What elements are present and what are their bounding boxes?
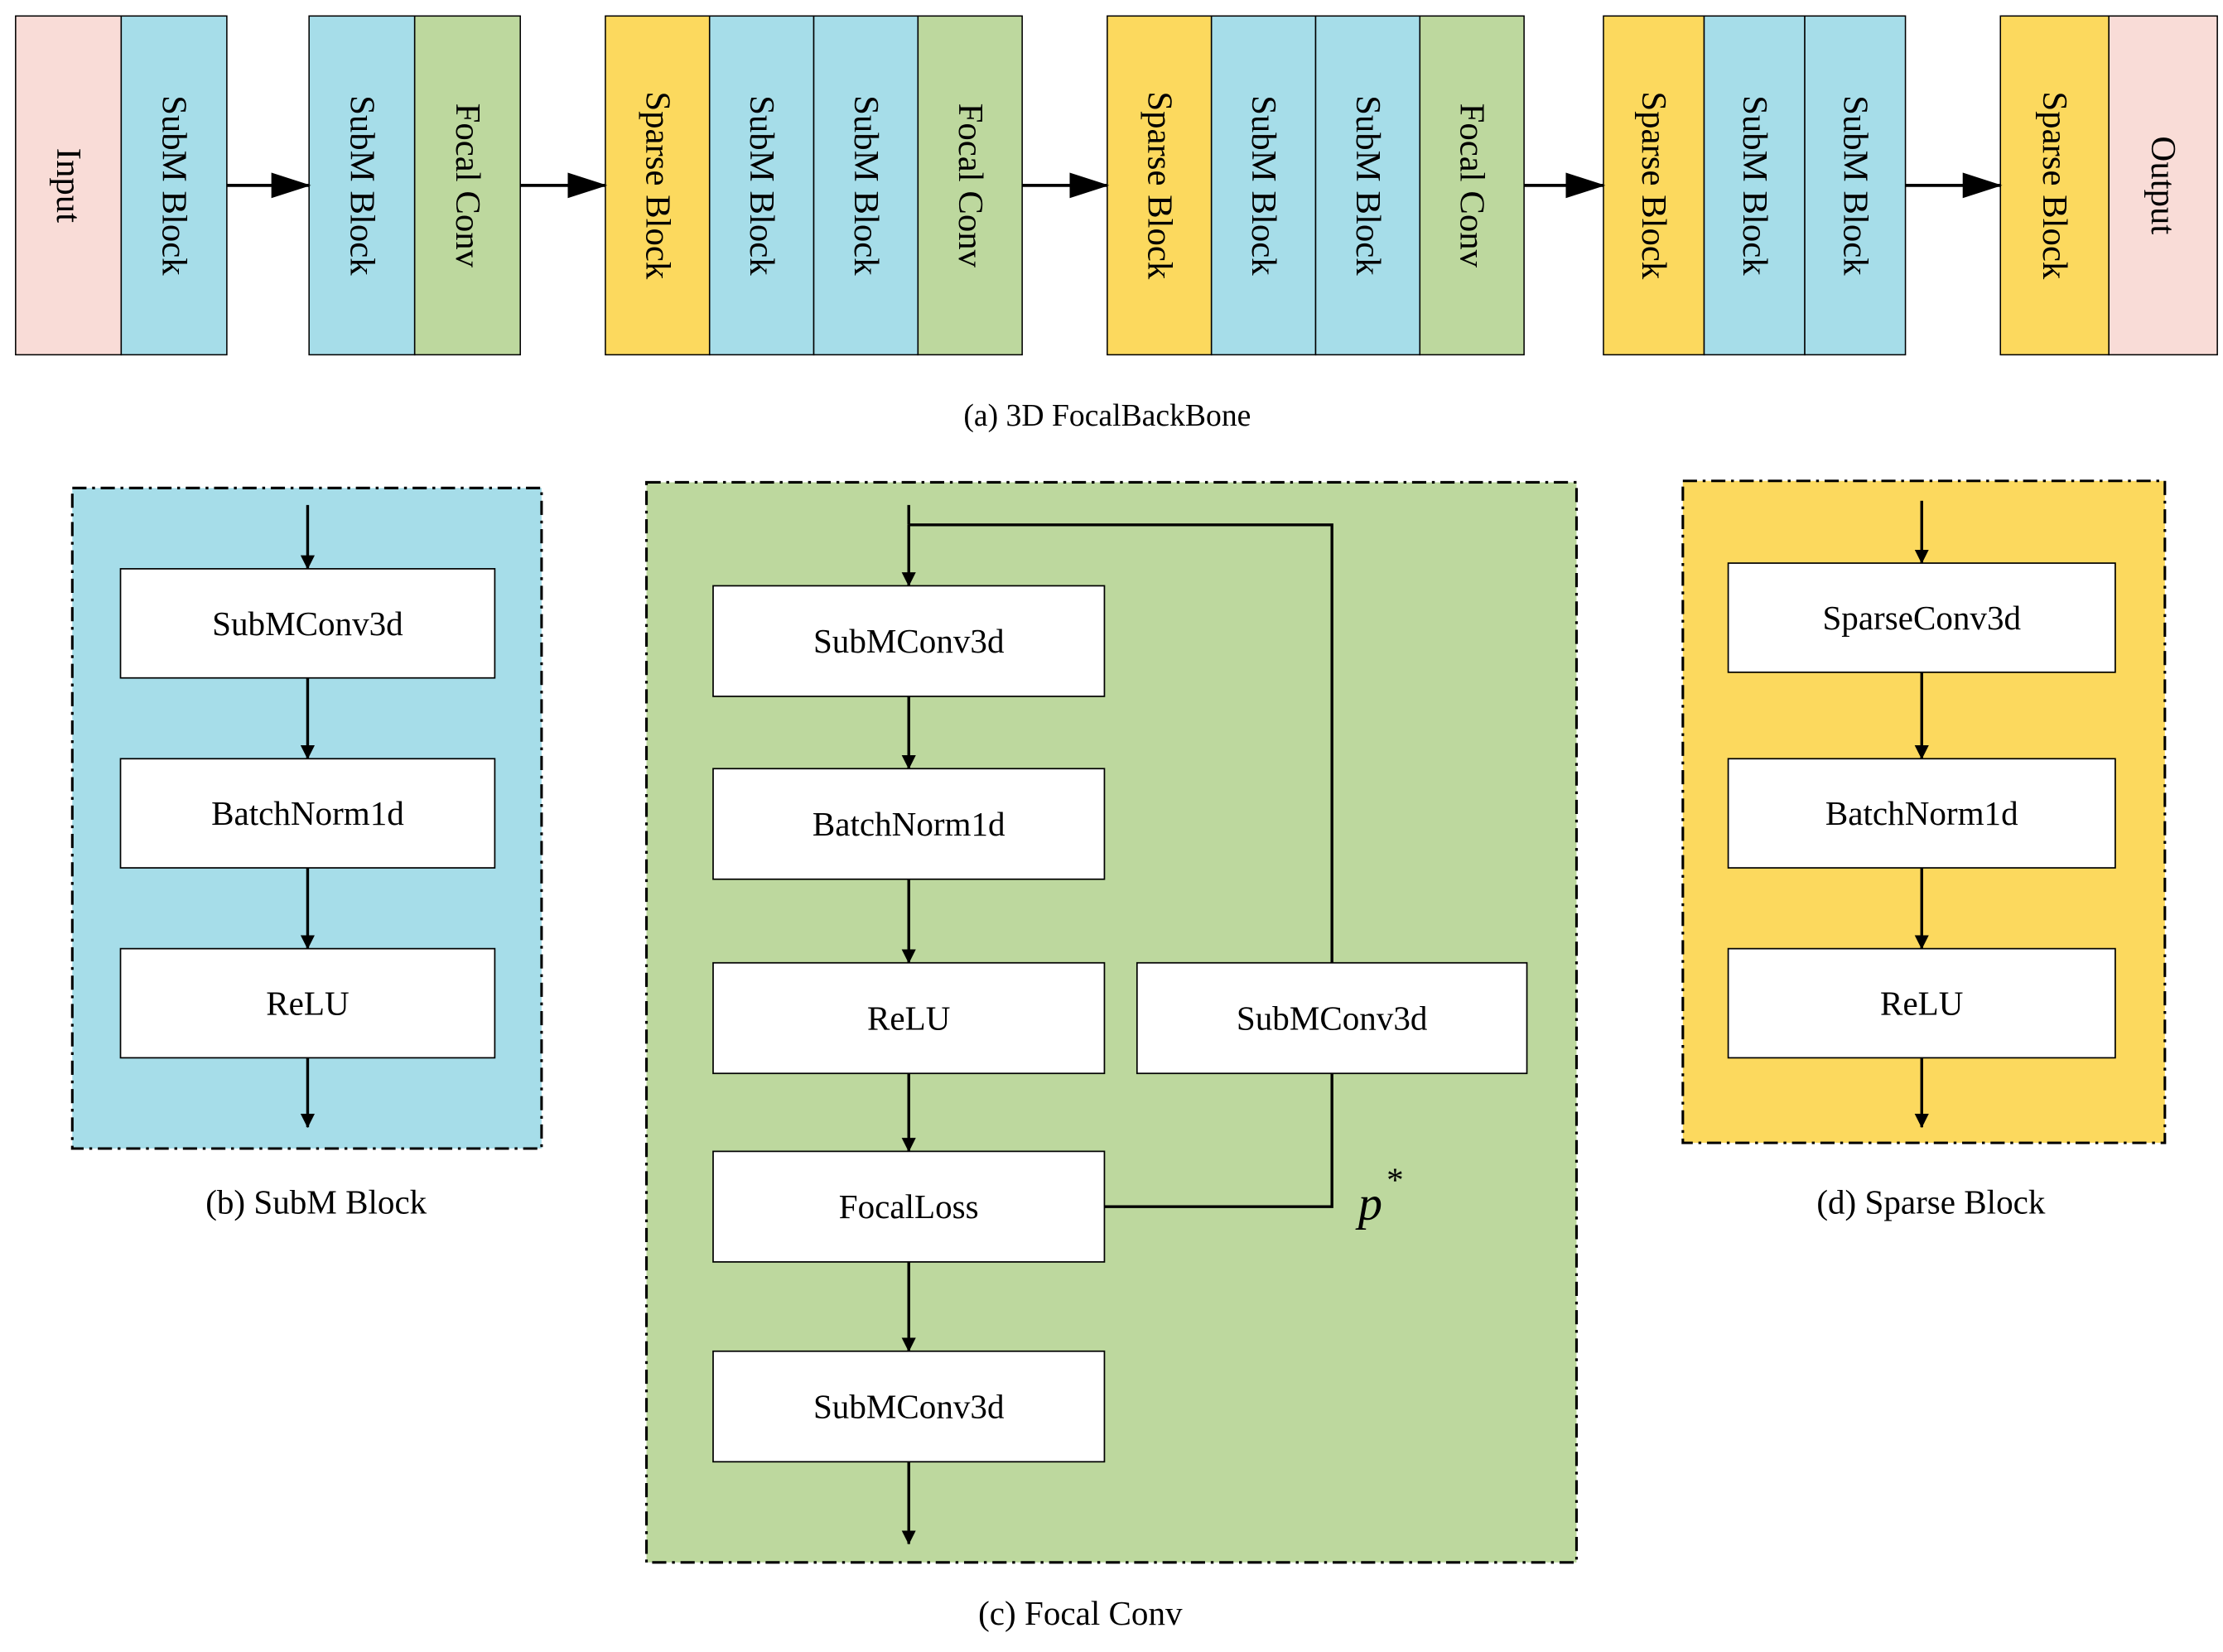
backbone-group-2: SubM Block Focal Conv (308, 15, 521, 356)
layer-label: FocalLoss (839, 1187, 979, 1226)
layer-label: BatchNorm1d (813, 805, 1005, 843)
backbone-block-subm-block (813, 15, 919, 356)
backbone-block-label: SubM Block (155, 95, 194, 276)
backbone-block-label: SubM Block (846, 95, 885, 276)
layer-submconv3d: SubMConv3d (712, 1350, 1106, 1463)
backbone-group-3: Sparse Block SubM Block SubM Block Focal Co… (605, 15, 1023, 356)
backbone-block-output (2108, 15, 2218, 356)
backbone-group-6: Sparse Block Output (1999, 15, 2218, 356)
sparse-block-caption: (d) Sparse Block (1816, 1183, 2046, 1221)
backbone-block-focal-conv (917, 15, 1023, 356)
layer-submconv3d: SubMConv3d (712, 585, 1106, 697)
backbone-block-subm-block (1210, 15, 1317, 356)
layer-box (1727, 758, 2116, 869)
backbone-group-4: Sparse Block SubM Block SubM Block Focal Co… (1107, 15, 1525, 356)
layer-label: SubMConv3d (813, 622, 1005, 660)
layer-label: BatchNorm1d (1825, 794, 2018, 832)
layer-submconv3d: SubMConv3d (119, 568, 496, 679)
subm-block-caption: (b) SubM Block (205, 1183, 427, 1221)
backbone-block-subm-block (1703, 15, 1806, 356)
backbone-block-label: SubM Block (1835, 95, 1874, 276)
layer-sparseconv3d: SparseConv3d (1727, 562, 2116, 673)
layer-label: SubMConv3d (813, 1388, 1005, 1426)
backbone-block-label: Sparse Block (1634, 91, 1673, 280)
backbone-block-label: SubM Block (1735, 95, 1774, 276)
backbone-group-5: Sparse Block SubM Block SubM Block (1603, 15, 1907, 356)
backbone-block-label: Sparse Block (2035, 91, 2074, 280)
layer-label: ReLU (1880, 985, 1963, 1023)
layer-box (712, 768, 1106, 880)
backbone-block-label: Input (49, 148, 88, 223)
backbone-block-sparse-block (605, 15, 711, 356)
backbone-block-label: Focal Conv (448, 104, 487, 268)
layer-label: SubMConv3d (1237, 999, 1428, 1038)
layer-box (1727, 562, 2116, 673)
focal-conv-layers: SubMConv3dBatchNorm1dReLUFocalLossSubMCo… (712, 504, 1528, 1545)
layer-box (119, 947, 496, 1059)
backbone-group-1: Input SubM Block (15, 15, 228, 356)
backbone-block-focal-conv (1419, 15, 1525, 356)
backbone-block-subm-block (120, 15, 228, 356)
backbone-block-label: SubM Block (742, 95, 781, 276)
layer-focalloss: FocalLoss (712, 1150, 1106, 1263)
backbone-block-input (15, 15, 123, 356)
backbone-block-label: SubM Block (1348, 95, 1387, 276)
backbone-block-label: SubM Block (1244, 95, 1283, 276)
layer-label: SubMConv3d (212, 604, 403, 643)
feature-branch-line (909, 523, 1333, 963)
backbone-block-label: Sparse Block (638, 91, 677, 280)
layer-box (119, 758, 496, 869)
layer-label: BatchNorm1d (211, 794, 404, 832)
backbone-block-label: Focal Conv (1453, 104, 1492, 268)
layer-label: ReLU (266, 985, 349, 1023)
layer-submconv3d: SubMConv3d (1136, 961, 1528, 1075)
layer-batchnorm1d: BatchNorm1d (712, 768, 1106, 880)
backbone-block-sparse-block (1603, 15, 1705, 356)
layer-relu: ReLU (712, 961, 1106, 1075)
layer-box (119, 568, 496, 679)
focal-conv-panel: SubMConv3dBatchNorm1dReLUFocalLossSubMCo… (645, 480, 1578, 1632)
layer-label: ReLU (867, 999, 950, 1038)
layer-batchnorm1d: BatchNorm1d (1727, 758, 2116, 869)
backbone-caption: (a) 3D FocalBackBone (963, 398, 1251, 433)
focal-conv-caption: (c) Focal Conv (978, 1594, 1183, 1632)
backbone-block-label: SubM Block (342, 95, 381, 276)
backbone-block-label: Sparse Block (1140, 91, 1179, 280)
backbone-block-subm-block (308, 15, 416, 356)
layer-relu: ReLU (119, 947, 496, 1059)
p-star-superscript: * (1386, 1160, 1404, 1198)
layer-box (712, 961, 1106, 1075)
backbone-block-label: Focal Conv (951, 104, 990, 268)
layer-relu: ReLU (1727, 947, 2116, 1059)
backbone-block-focal-conv (413, 15, 521, 356)
backbone-block-subm-block (708, 15, 815, 356)
p-star-label: p (1355, 1177, 1382, 1231)
layer-box (712, 585, 1106, 697)
backbone-block-subm-block (1804, 15, 1907, 356)
layer-box (1727, 947, 2116, 1059)
backbone-block-label: Output (2143, 136, 2182, 234)
layer-label: SparseConv3d (1822, 599, 2021, 637)
importance-map-line (1104, 1073, 1333, 1208)
layer-box (1136, 961, 1528, 1075)
layer-box (712, 1150, 1106, 1263)
layer-batchnorm1d: BatchNorm1d (119, 758, 496, 869)
